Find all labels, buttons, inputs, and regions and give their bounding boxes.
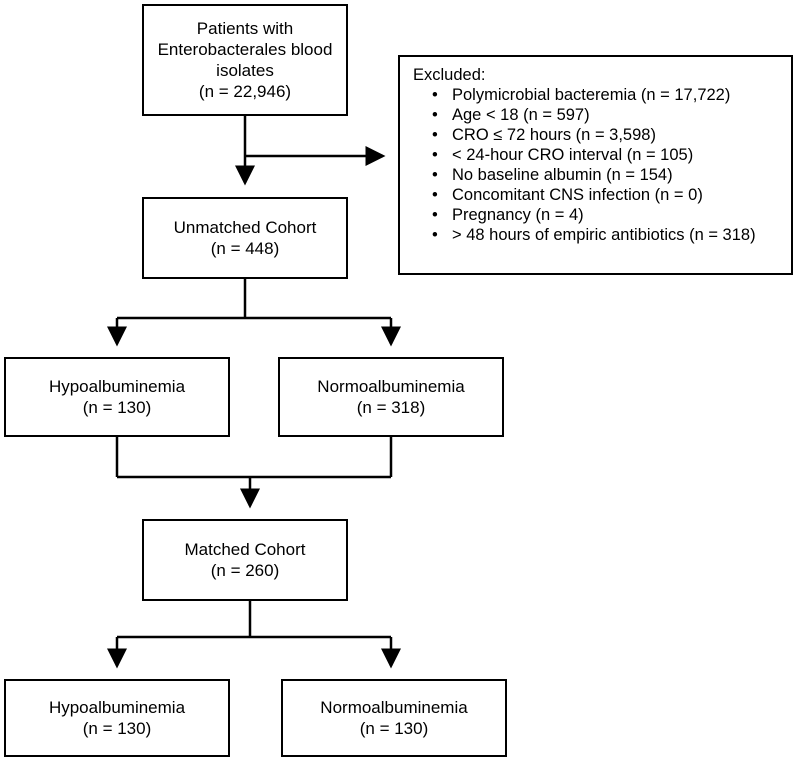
hypoalbuminemia-matched-box: Hypoalbuminemia (n = 130) xyxy=(4,679,230,757)
excluded-list: Polymicrobial bacteremia (n = 17,722) Ag… xyxy=(413,85,756,245)
excluded-item: < 24-hour CRO interval (n = 105) xyxy=(413,145,756,165)
normo-unmatched-count: (n = 318) xyxy=(356,398,426,417)
unmatched-cohort-box: Unmatched Cohort (n = 448) xyxy=(142,197,348,279)
unmatched-count: (n = 448) xyxy=(210,239,280,258)
excluded-item: > 48 hours of empiric antibiotics (n = 3… xyxy=(413,225,756,245)
normo-matched-label: Normoalbuminemia xyxy=(320,698,468,717)
excluded-item: Concomitant CNS infection (n = 0) xyxy=(413,185,756,205)
patients-line-2: Enterobacterales blood xyxy=(157,40,333,59)
hypo-matched-count: (n = 130) xyxy=(82,719,152,738)
normoalbuminemia-unmatched-box: Normoalbuminemia (n = 318) xyxy=(278,357,504,437)
normo-unmatched-label: Normoalbuminemia xyxy=(317,377,465,396)
patients-line-3: isolates xyxy=(216,61,274,80)
excluded-item: Age < 18 (n = 597) xyxy=(413,105,756,125)
unmatched-label: Unmatched Cohort xyxy=(173,218,317,237)
patients-box: Patients with Enterobacterales blood iso… xyxy=(142,4,348,116)
excluded-item: CRO ≤ 72 hours (n = 3,598) xyxy=(413,125,756,145)
matched-cohort-box: Matched Cohort (n = 260) xyxy=(142,519,348,601)
normo-matched-count: (n = 130) xyxy=(359,719,429,738)
excluded-item: No baseline albumin (n = 154) xyxy=(413,165,756,185)
hypo-unmatched-count: (n = 130) xyxy=(82,398,152,417)
normoalbuminemia-matched-box: Normoalbuminemia (n = 130) xyxy=(281,679,507,757)
excluded-item: Pregnancy (n = 4) xyxy=(413,205,756,225)
matched-label: Matched Cohort xyxy=(184,540,306,559)
hypo-unmatched-label: Hypoalbuminemia xyxy=(48,377,186,396)
patients-line-1: Patients with xyxy=(196,19,294,38)
excluded-item: Polymicrobial bacteremia (n = 17,722) xyxy=(413,85,756,105)
patients-count: (n = 22,946) xyxy=(198,82,292,101)
hypo-matched-label: Hypoalbuminemia xyxy=(48,698,186,717)
hypoalbuminemia-unmatched-box: Hypoalbuminemia (n = 130) xyxy=(4,357,230,437)
excluded-title: Excluded: xyxy=(413,66,486,84)
matched-count: (n = 260) xyxy=(210,561,280,580)
excluded-box: Excluded: Polymicrobial bacteremia (n = … xyxy=(398,55,793,275)
